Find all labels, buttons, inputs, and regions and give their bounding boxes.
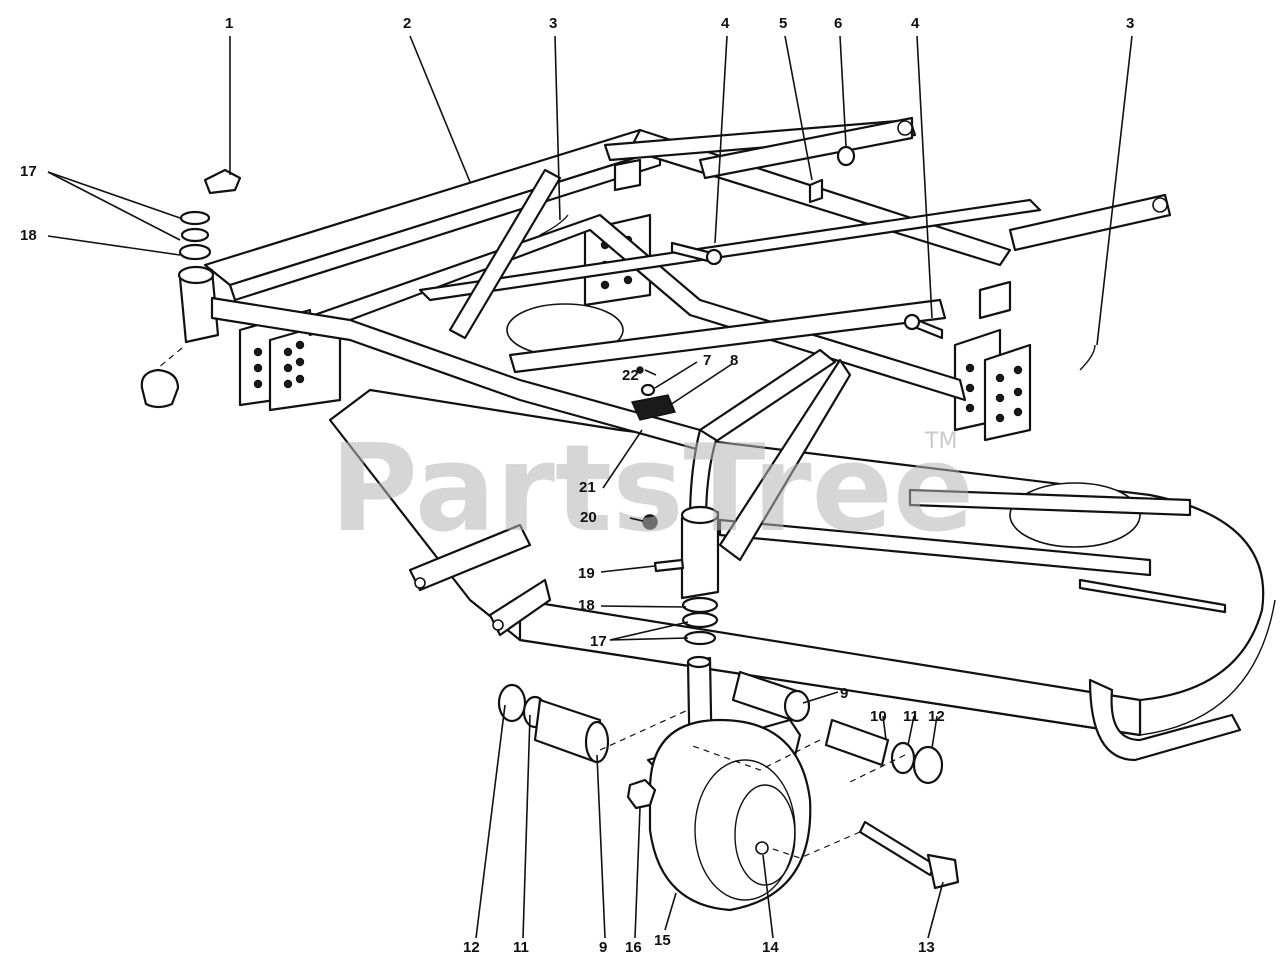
watermark-text: PartsTree [330, 420, 974, 559]
callout-14[interactable]: 14 [762, 939, 779, 956]
part-callouts: 1 2 3 4 5 6 4 3 17 18 7 22 8 21 20 19 18… [20, 15, 1134, 956]
callout-1[interactable]: 1 [225, 15, 233, 32]
callout-8[interactable]: 8 [730, 352, 738, 369]
leader-lines [47, 35, 1133, 939]
callout-3[interactable]: 3 [549, 15, 557, 32]
frame-braces [448, 168, 947, 562]
callout-2[interactable]: 2 [403, 15, 411, 32]
callout-16[interactable]: 16 [625, 939, 642, 956]
callout-11[interactable]: 11 [513, 939, 529, 956]
callout-18[interactable]: 18 [20, 227, 37, 244]
watermark: PartsTree TM [330, 420, 974, 559]
callout-4[interactable]: 4 [721, 15, 730, 32]
callout-22[interactable]: 22 [622, 367, 639, 384]
callout-6[interactable]: 6 [834, 15, 842, 32]
callout-3[interactable]: 3 [1126, 15, 1134, 32]
assembly-alignment-lines [157, 347, 906, 859]
callout-13[interactable]: 13 [918, 939, 935, 956]
callout-9[interactable]: 9 [599, 939, 607, 956]
callout-10[interactable]: 10 [870, 708, 887, 725]
watermark-trademark: TM [924, 429, 957, 454]
caster-wheel-assembly [646, 655, 812, 912]
callout-15[interactable]: 15 [654, 932, 671, 949]
callout-7[interactable]: 7 [703, 352, 711, 369]
callout-4[interactable]: 4 [911, 15, 920, 32]
front-hanger-brackets [238, 308, 552, 637]
front-pivot-tube [177, 265, 702, 452]
mower-deck [328, 303, 1276, 762]
callout-12[interactable]: 12 [928, 708, 945, 725]
callout-17[interactable]: 17 [590, 633, 607, 650]
callout-18[interactable]: 18 [578, 597, 595, 614]
callout-19[interactable]: 19 [578, 565, 595, 582]
callout-21[interactable]: 21 [579, 479, 596, 496]
callout-20[interactable]: 20 [580, 509, 597, 526]
callout-5[interactable]: 5 [779, 15, 787, 32]
callout-9[interactable]: 9 [840, 685, 848, 702]
callout-12[interactable]: 12 [463, 939, 480, 956]
callout-17[interactable]: 17 [20, 163, 37, 180]
caster-pivot-tube [680, 505, 720, 646]
callout-11[interactable]: 11 [903, 708, 919, 725]
